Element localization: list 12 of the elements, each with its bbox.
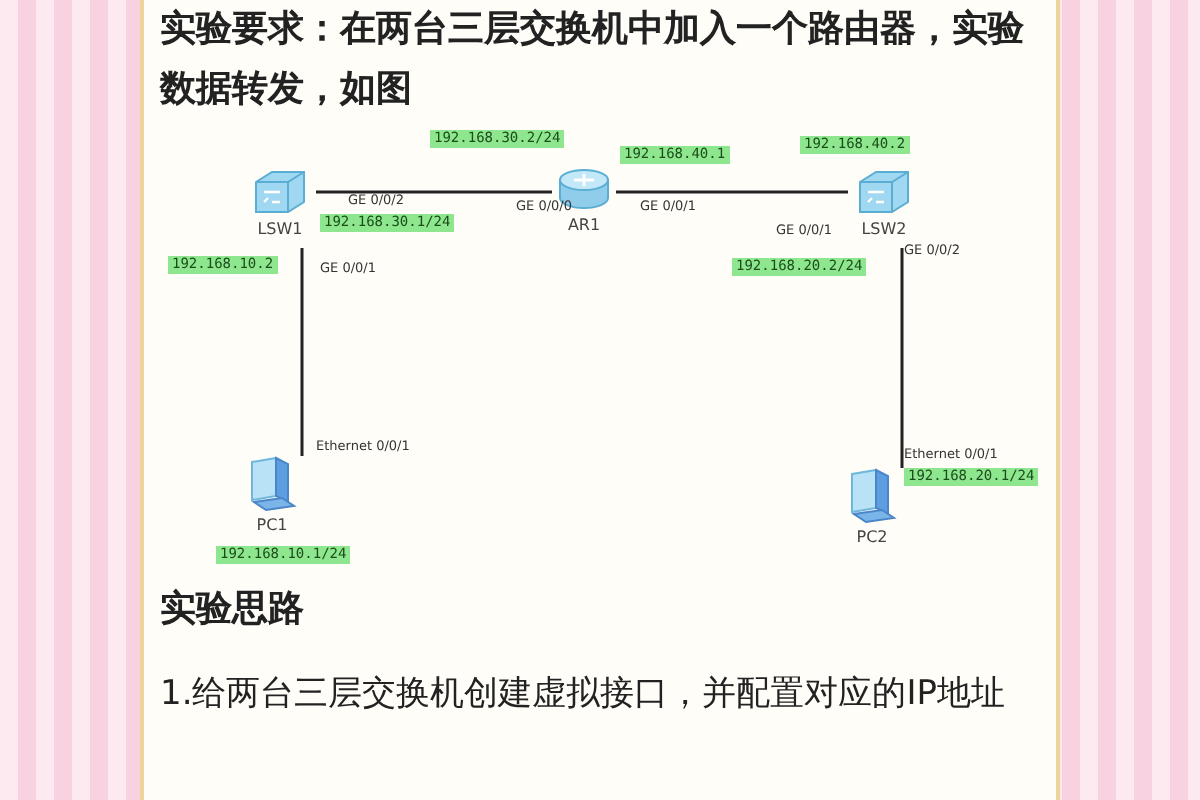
network-link xyxy=(300,248,304,456)
device-label: PC2 xyxy=(856,528,888,548)
device-label: AR1 xyxy=(567,216,601,236)
device-label: PC1 xyxy=(256,516,288,536)
step-text: 1.给两台三层交换机创建虚拟接口，并配置对应的IP地址 xyxy=(160,672,1007,718)
device-label: LSW2 xyxy=(861,220,907,240)
heading: 实验要求：在两台三层交换机中加入一个路由器，实验数据转发，如图 xyxy=(160,6,1026,114)
network-link xyxy=(900,248,904,468)
section-heading: 实验思路 xyxy=(160,586,304,634)
network-link xyxy=(316,190,552,194)
network-link xyxy=(616,190,848,194)
device-label: LSW1 xyxy=(257,220,303,240)
